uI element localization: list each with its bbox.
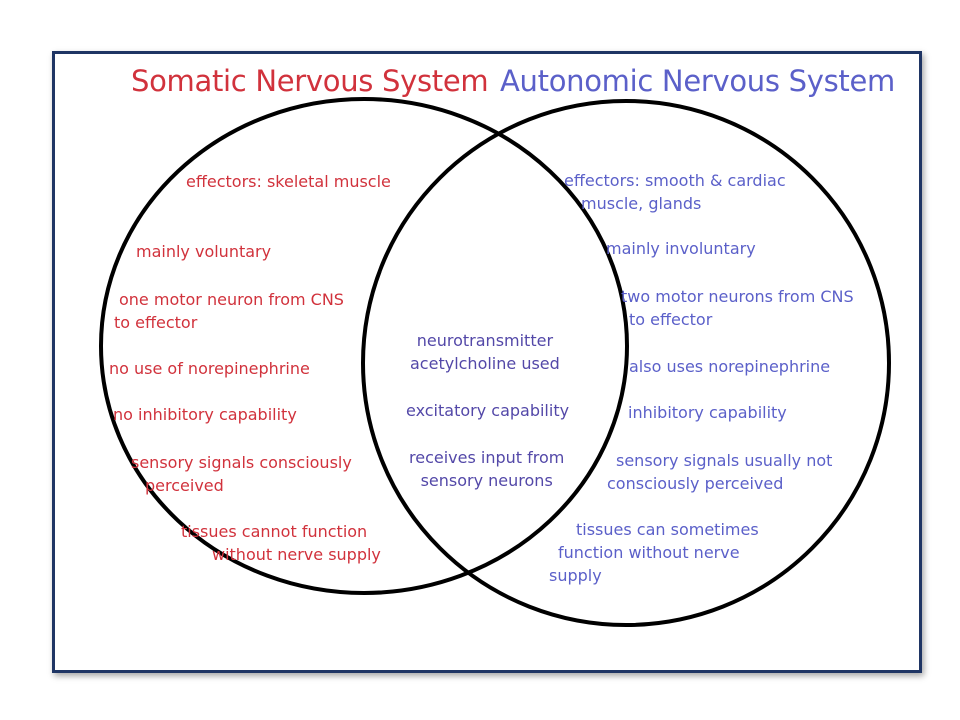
somatic-item: no inhibitory capability: [113, 405, 297, 424]
somatic-title: Somatic Nervous System: [131, 64, 489, 98]
somatic-item: no use of norepinephrine: [109, 359, 310, 378]
autonomic-title: Autonomic Nervous System: [500, 64, 895, 98]
autonomic-item: also uses norepinephrine: [629, 357, 831, 376]
shared-item: excitatory capability: [406, 401, 570, 420]
diagram-frame: [52, 51, 922, 673]
somatic-item: effectors: skeletal muscle: [186, 172, 391, 191]
autonomic-item: inhibitory capability: [628, 403, 787, 422]
somatic-item: mainly voluntary: [136, 242, 272, 261]
somatic-circle: [99, 97, 629, 595]
autonomic-circle: [361, 99, 891, 627]
autonomic-item: mainly involuntary: [606, 239, 756, 258]
